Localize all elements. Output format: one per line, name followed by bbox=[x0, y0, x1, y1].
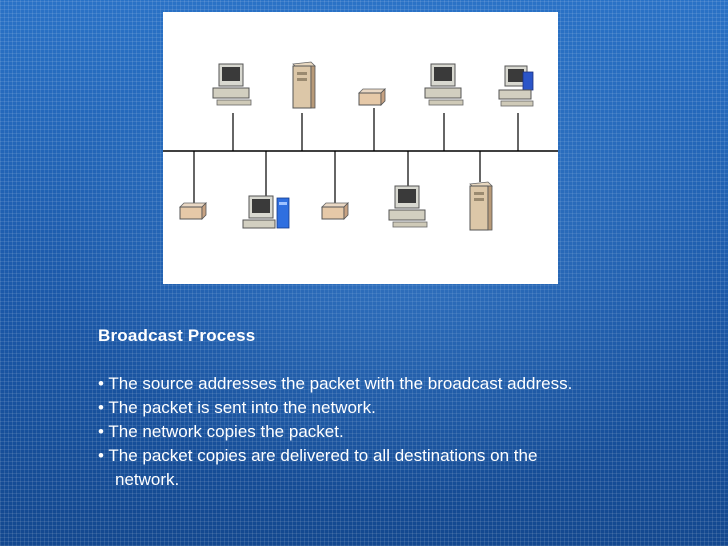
bullet-list: • The source addresses the packet with t… bbox=[98, 372, 698, 492]
bullet-text: The network copies the packet. bbox=[108, 422, 344, 441]
bullet-marker: • bbox=[98, 446, 104, 465]
tower-server-icon bbox=[469, 181, 493, 231]
desktop-computer-icon bbox=[388, 185, 428, 228]
network-box-icon bbox=[321, 202, 349, 220]
bullet-text: The packet is sent into the network. bbox=[108, 398, 376, 417]
bullet-item: • The packet copies are delivered to all… bbox=[98, 444, 698, 492]
desktop-computer-icon bbox=[212, 63, 252, 106]
bullet-item: • The packet is sent into the network. bbox=[98, 396, 698, 420]
network-diagram bbox=[163, 12, 558, 284]
network-diagram-svg bbox=[163, 61, 558, 231]
slide-title: Broadcast Process bbox=[98, 326, 256, 345]
slide-text: Broadcast Process • The source addresses… bbox=[98, 326, 698, 492]
desktop-computer-blue-tower-icon bbox=[242, 195, 290, 229]
desktop-computer-blue-icon bbox=[498, 65, 534, 107]
bullet-marker: • bbox=[98, 422, 104, 441]
tower-server-icon bbox=[292, 61, 316, 109]
bullet-marker: • bbox=[98, 374, 104, 393]
bullet-item: • The network copies the packet. bbox=[98, 420, 698, 444]
bullet-marker: • bbox=[98, 398, 104, 417]
bullet-continuation: network. bbox=[115, 470, 180, 489]
network-box-icon bbox=[179, 202, 207, 220]
network-box-icon bbox=[358, 88, 386, 106]
bullet-text: The packet copies are delivered to all d… bbox=[108, 446, 538, 465]
bullet-text: The source addresses the packet with the… bbox=[108, 374, 573, 393]
bullet-item: • The source addresses the packet with t… bbox=[98, 372, 698, 396]
desktop-computer-icon bbox=[424, 63, 464, 106]
